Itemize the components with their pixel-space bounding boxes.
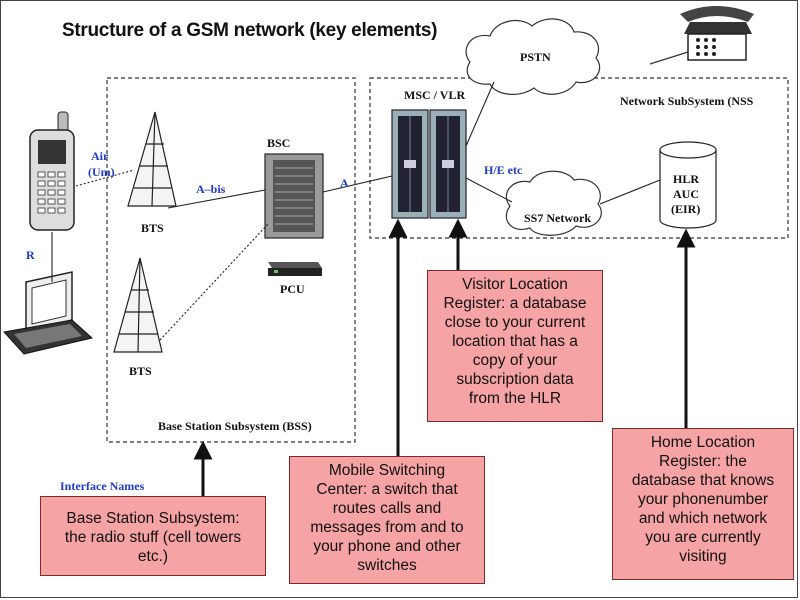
- bsc-cabinet-icon: [264, 153, 324, 239]
- he-interface-label: H/E etc: [484, 163, 523, 177]
- msc-rack-icon: [391, 109, 429, 219]
- um-interface-label: (Um): [88, 165, 115, 179]
- page-title: Structure of a GSM network (key elements…: [62, 20, 438, 41]
- link-ss7-hlr: [599, 179, 661, 205]
- msc-vlr-label: MSC / VLR: [404, 88, 466, 102]
- pcu-label: PCU: [280, 282, 305, 296]
- bts-tower-top-icon: [127, 111, 177, 207]
- pcu-device-icon: [268, 262, 322, 276]
- vlr-rack-icon: [429, 109, 467, 219]
- nss-label: Network SubSystem (NSS: [620, 94, 754, 108]
- nss-boundary: [369, 77, 789, 239]
- telephone-icon: [649, 6, 754, 65]
- bts-top-label: BTS: [141, 221, 164, 235]
- ss7-label: SS7 Network: [524, 211, 592, 225]
- bts-tower-bottom-icon: [113, 257, 163, 353]
- bss-label: Base Station Subsystem (BSS): [158, 419, 312, 433]
- interface-names-label: Interface Names: [60, 479, 145, 493]
- air-interface-label: Air: [91, 149, 109, 163]
- laptop-icon: [3, 271, 94, 355]
- vlr-callout: Visitor Location Register: a database cl…: [427, 270, 603, 422]
- pstn-cloud-icon: [465, 18, 601, 95]
- mobile-phone-icon: [29, 111, 75, 231]
- link-msc-ss7: [465, 177, 513, 203]
- bts-bottom-label: BTS: [129, 364, 152, 378]
- r-interface-label: R: [26, 248, 35, 262]
- bss-boundary: [106, 77, 356, 443]
- hlr-label: HLR: [673, 172, 700, 186]
- pstn-label: PSTN: [520, 50, 551, 64]
- link-bts2-bsc-dotted: [159, 223, 269, 341]
- link-bts-abis: [167, 189, 266, 209]
- a-interface-label: A: [340, 176, 349, 190]
- auc-label: AUC: [673, 187, 699, 201]
- bss-callout: Base Station Subsystem: the radio stuff …: [40, 496, 266, 576]
- msc-callout: Mobile Switching Center: a switch that r…: [289, 456, 485, 584]
- link-msc-pstn: [465, 81, 495, 147]
- bsc-label: BSC: [267, 136, 291, 150]
- ss7-cloud-icon: [505, 170, 602, 236]
- hlr-callout: Home Location Register: the database tha…: [612, 428, 794, 580]
- eir-label: (EIR): [671, 202, 701, 216]
- abis-interface-label: A–bis: [196, 182, 226, 196]
- hlr-database-icon: [659, 141, 717, 229]
- link-bsc-msc-a: [322, 175, 393, 193]
